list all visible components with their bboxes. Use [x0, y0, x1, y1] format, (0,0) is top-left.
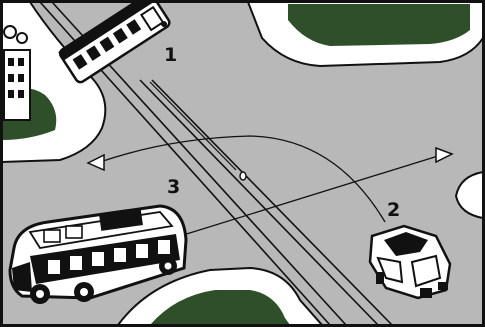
grass-top-right: [288, 4, 470, 46]
bus-number-label: 3: [167, 176, 180, 198]
tram-number-label: 1: [164, 44, 177, 66]
corner-block-top-right: [248, 2, 483, 66]
car-number-label: 2: [387, 199, 400, 221]
